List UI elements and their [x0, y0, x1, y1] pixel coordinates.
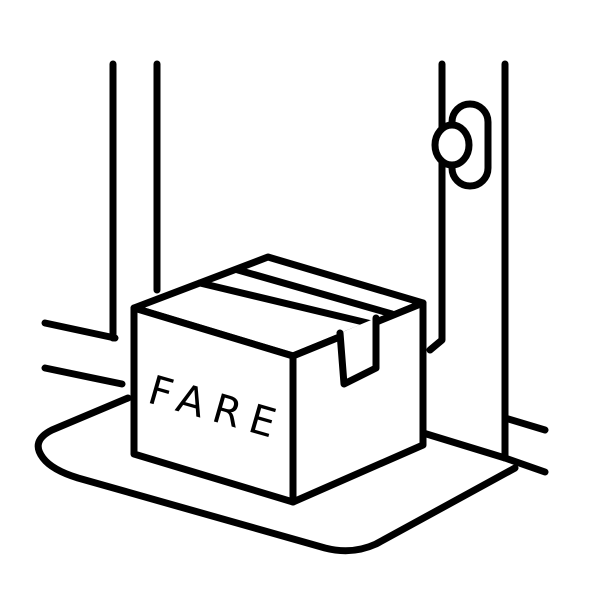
floor-line-right-bottom	[501, 454, 549, 476]
doormat-icon	[34, 394, 519, 555]
door-knob-icon	[431, 100, 492, 190]
floor-line-right-mid	[416, 428, 509, 462]
box-side-face	[289, 299, 427, 506]
box-tape-line-front	[234, 266, 396, 318]
baseboard-line-bottom	[41, 364, 126, 388]
package-box-icon: FARE	[130, 253, 427, 506]
floor-line-right-top	[501, 414, 549, 434]
door-edge-line	[426, 60, 446, 354]
box-tape-flap	[336, 314, 380, 388]
box-tape-line-back	[196, 279, 380, 329]
baseboard-line-top	[41, 319, 119, 342]
